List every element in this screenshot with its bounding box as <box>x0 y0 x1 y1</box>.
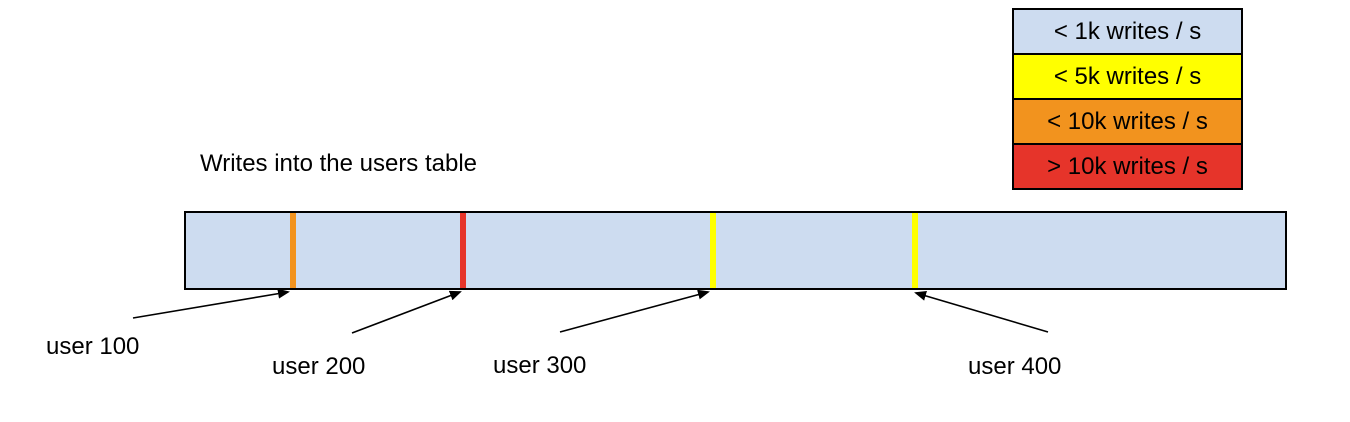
arrow-user-300 <box>559 289 710 333</box>
marker-user-100 <box>290 213 297 288</box>
legend-item-lt-1k: < 1k writes / s <box>1012 8 1243 55</box>
arrow-user-200 <box>351 290 462 334</box>
legend-label: > 10k writes / s <box>1047 152 1208 180</box>
arrow-user-400 <box>914 291 1049 333</box>
legend-item-lt-10k: < 10k writes / s <box>1012 98 1243 145</box>
label-user-400: user 400 <box>968 353 1062 380</box>
legend-label: < 10k writes / s <box>1047 107 1208 135</box>
write-rate-legend: < 1k writes / s < 5k writes / s < 10k wr… <box>1012 8 1243 190</box>
label-user-300: user 300 <box>493 352 587 379</box>
marker-user-400 <box>912 213 919 288</box>
label-user-200: user 200 <box>272 353 366 380</box>
legend-item-gt-10k: > 10k writes / s <box>1012 143 1243 190</box>
arrow-user-100 <box>132 288 290 319</box>
label-user-100: user 100 <box>46 333 140 360</box>
marker-user-200 <box>459 213 466 288</box>
legend-label: < 1k writes / s <box>1053 17 1202 45</box>
legend-label: < 5k writes / s <box>1053 62 1202 90</box>
marker-user-300 <box>710 213 717 288</box>
legend-item-lt-5k: < 5k writes / s <box>1012 53 1243 100</box>
diagram-title: Writes into the users table <box>200 150 478 177</box>
users-table-bar <box>184 211 1287 290</box>
